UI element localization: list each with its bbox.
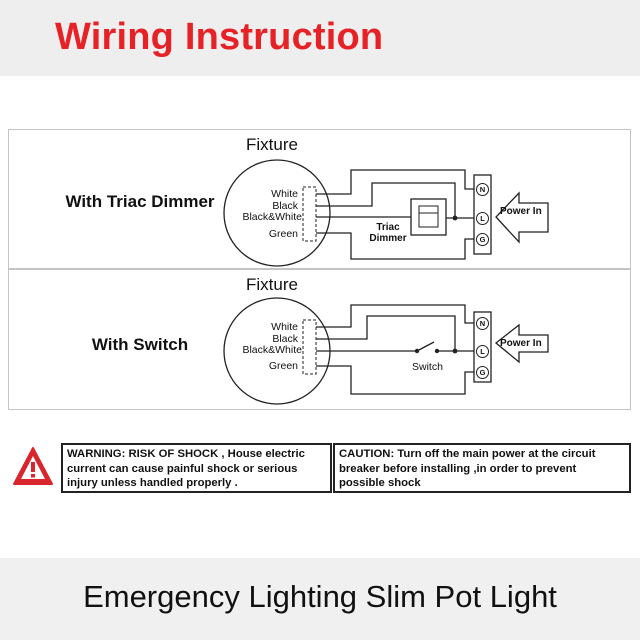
terminal-n: N	[476, 183, 489, 196]
triac-dimmer-label: Triac Dimmer	[369, 222, 407, 244]
terminal-g: G	[476, 366, 489, 379]
wire-label-white: White	[271, 188, 298, 200]
junction-dot	[452, 348, 458, 354]
switch-label: Switch	[412, 361, 443, 373]
wire-label-black-white: Black&White	[242, 344, 302, 356]
terminal-l: L	[476, 212, 489, 225]
junction-box	[302, 186, 317, 242]
power-arrow-switch	[494, 323, 549, 364]
mode-label-switch: With Switch	[91, 335, 189, 354]
wire-label-green: Green	[268, 360, 298, 372]
fixture-title-switch: Fixture	[246, 275, 298, 294]
wire-label-black-white: Black&White	[242, 211, 302, 223]
wire-label-white: White	[271, 321, 298, 333]
terminal-n: N	[476, 317, 489, 330]
warning-text-box: WARNING: RISK OF SHOCK , House electric …	[61, 443, 332, 493]
warning-triangle-icon	[13, 447, 53, 485]
power-arrow-dimmer	[495, 191, 549, 244]
caution-text-box: CAUTION: Turn off the main power at the …	[333, 443, 631, 493]
junction-dot	[452, 215, 458, 221]
wire-label-black: Black	[272, 200, 298, 212]
mode-label-dimmer: With Triac Dimmer	[65, 192, 215, 211]
junction-box	[302, 319, 317, 375]
switch-contact	[414, 348, 420, 354]
fixture-title-dimmer: Fixture	[246, 135, 298, 154]
wires	[316, 304, 475, 395]
fixture-circle	[223, 159, 331, 267]
page-title: Wiring Instruction	[55, 16, 384, 58]
wire-label-black: Black	[272, 333, 298, 345]
switch-contact	[434, 348, 440, 354]
wires	[316, 169, 475, 260]
triac-dimmer-box	[410, 198, 447, 236]
terminal-g: G	[476, 233, 489, 246]
wire-label-green: Green	[268, 228, 298, 240]
footer-bar	[0, 558, 640, 640]
terminal-l: L	[476, 345, 489, 358]
power-in-label: Power In	[500, 206, 542, 217]
header-bar	[0, 0, 640, 76]
product-title: Emergency Lighting Slim Pot Light	[83, 579, 557, 614]
triac-dimmer-knob	[418, 205, 439, 228]
power-in-label: Power In	[500, 338, 542, 349]
